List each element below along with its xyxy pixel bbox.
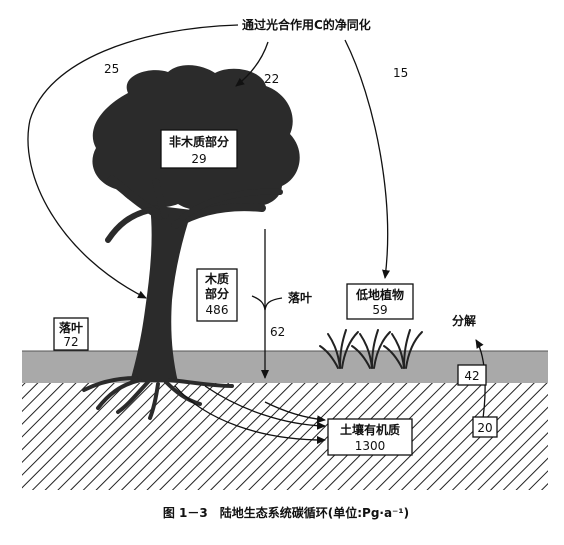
litterfall-brace xyxy=(251,295,283,311)
low-plants-grass xyxy=(319,329,423,369)
soil-value: 1300 xyxy=(355,439,386,453)
box-flow-42 xyxy=(457,364,487,386)
flow-arrows xyxy=(27,24,486,444)
flow-value-litterfall: 62 xyxy=(270,325,285,339)
nonwoody-label: 非木质部分 xyxy=(169,134,229,149)
low-plants-label: 低地植物 xyxy=(355,287,404,302)
soil-layer xyxy=(22,382,548,490)
figure-caption: 图 1－3 陆地生态系统碳循环(单位:Pg·a⁻¹) xyxy=(163,505,409,520)
arrow-photosynthesis-to-trunk xyxy=(27,24,239,299)
litterfall-label: 落叶 xyxy=(288,290,312,305)
soil-label: 土壤有机质 xyxy=(340,422,400,437)
arrow-photosynthesis-to-low-plants xyxy=(344,39,390,279)
photosynthesis-label: 通过光合作用C的净同化 xyxy=(242,17,371,32)
box-low-plants xyxy=(346,283,414,320)
flow-value-decomposition: 42 xyxy=(464,369,479,383)
tree-trunk xyxy=(130,205,192,382)
flow-value-low-plants: 15 xyxy=(393,66,408,80)
arrow-roots-to-soil-2 xyxy=(204,385,326,430)
nonwoody-value: 29 xyxy=(191,152,206,166)
box-litter xyxy=(53,317,89,351)
flow-value-trunk: 25 xyxy=(104,62,119,76)
arrow-surface-to-soil xyxy=(264,401,326,424)
flow-value-canopy: 22 xyxy=(264,72,279,86)
tree-branches xyxy=(105,175,283,243)
box-nonwoody xyxy=(160,129,238,169)
litter-value: 72 xyxy=(63,335,78,349)
box-soil xyxy=(327,418,413,456)
woody-label-line2: 部分 xyxy=(205,286,229,301)
litter-label: 落叶 xyxy=(59,320,83,335)
woody-value: 486 xyxy=(206,303,229,317)
low-plants-value: 59 xyxy=(372,303,387,317)
arrow-roots-to-soil-1 xyxy=(174,385,326,444)
woody-label-line1: 木质 xyxy=(204,271,229,286)
decomposition-label: 分解 xyxy=(452,313,476,328)
box-flow-20 xyxy=(472,416,498,438)
arrow-photosynthesis-to-canopy xyxy=(235,41,269,87)
box-woody xyxy=(196,268,238,322)
flow-value-soil-release: 20 xyxy=(477,421,492,435)
tree-roots xyxy=(82,376,234,420)
